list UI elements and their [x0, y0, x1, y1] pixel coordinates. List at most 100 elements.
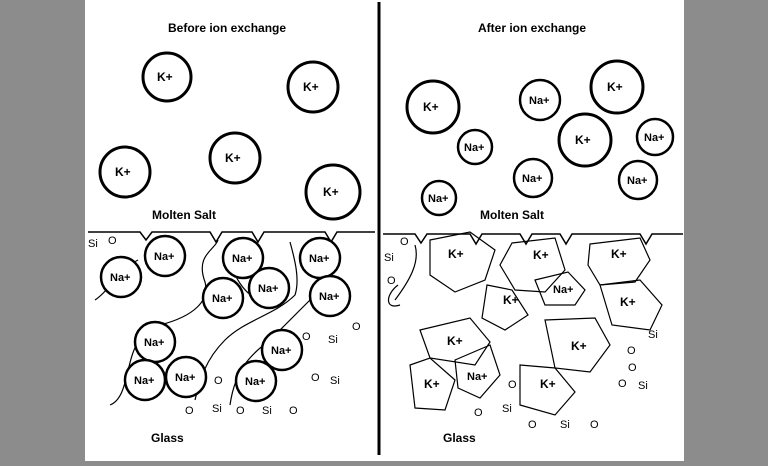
- diagram-label: Na+: [529, 95, 550, 107]
- salt-label-left: Molten Salt: [152, 208, 216, 222]
- diagram-label: Na+: [627, 175, 648, 187]
- diagram-label: Na+: [154, 251, 175, 263]
- diagram-label: Si: [212, 403, 222, 415]
- diagram-label: Na+: [258, 283, 279, 295]
- diagram-label: K+: [423, 100, 439, 114]
- diagram-label: K+: [575, 133, 591, 147]
- diagram-label: K+: [571, 339, 587, 353]
- ion-k: K+: [208, 131, 262, 185]
- diagram-label: K+: [620, 295, 636, 309]
- ion-na: Na+: [164, 355, 208, 399]
- glass-surface-right: [383, 233, 683, 246]
- diagram-label: Na+: [232, 253, 253, 265]
- ion-k: K+: [98, 145, 152, 199]
- diagram-label: Si: [328, 334, 338, 346]
- diagram-label: O: [311, 372, 320, 384]
- diagram-label: K+: [448, 247, 464, 261]
- ion-na: Na+: [512, 157, 554, 199]
- diagram-label: K+: [447, 334, 463, 348]
- diagram-label: Na+: [110, 272, 131, 284]
- diagram-label: O: [214, 375, 223, 387]
- diagram-label: Na+: [271, 345, 292, 357]
- diagram-label: Na+: [175, 372, 196, 384]
- diagram-label: Si: [560, 419, 570, 431]
- salt-label-right: Molten Salt: [480, 208, 544, 222]
- ion-na: Na+: [260, 328, 304, 372]
- glass-label-left: Glass: [151, 431, 184, 445]
- glass-ions-right: K+ K+ K+ K+ Na+ K+ K+ K+ K+ Na+ K+: [424, 247, 636, 391]
- glass-ions-left: Na+ Na+ Na+ Na+ Na+ Na+ Na+ Na+ Na+ Na+ …: [99, 234, 352, 403]
- diagram-label: K+: [424, 377, 440, 391]
- ion-na: Na+: [247, 266, 291, 310]
- ion-na: Na+: [617, 159, 659, 201]
- diagram-label: Si: [330, 375, 340, 387]
- diagram-label: Si: [638, 380, 648, 392]
- diagram-label: O: [528, 419, 537, 431]
- diagram-label: O: [352, 321, 361, 333]
- salt-ions-left: K+ K+ K+ K+ K+: [98, 51, 362, 221]
- diagram-label: O: [474, 407, 483, 419]
- ion-k: K+: [286, 60, 340, 114]
- diagram-label: O: [627, 345, 636, 357]
- ion-na: Na+: [221, 236, 265, 280]
- ion-na: Na+: [99, 255, 143, 299]
- glass-network-right: [387, 231, 663, 416]
- diagram-label: K+: [225, 151, 241, 165]
- salt-ions-right: K+ Na+ Na+ K+ Na+ K+ Na+ Na+ Na+: [405, 59, 675, 217]
- silicate-labels-right: Si O O O Si O O Si O O Si O Si O: [384, 236, 658, 431]
- glass-label-right: Glass: [443, 431, 476, 445]
- ion-k: K+: [304, 163, 362, 221]
- diagram-label: K+: [533, 248, 549, 262]
- ion-na: Na+: [635, 117, 675, 157]
- diagram-label: K+: [611, 247, 627, 261]
- diagram-label: Na+: [464, 142, 485, 154]
- diagram-label: O: [590, 419, 599, 431]
- diagram-label: O: [508, 379, 517, 391]
- diagram-label: K+: [607, 80, 623, 94]
- ion-na: Na+: [420, 179, 458, 217]
- diagram-label: Si: [88, 238, 98, 250]
- diagram-label: Na+: [309, 253, 330, 265]
- ion-na: Na+: [308, 274, 352, 318]
- diagram-label: O: [400, 236, 409, 248]
- ion-k: K+: [557, 112, 613, 168]
- diagram-label: Na+: [319, 291, 340, 303]
- diagram-label: Si: [384, 252, 394, 264]
- diagram-label: Si: [262, 405, 272, 417]
- diagram-label: K+: [540, 377, 556, 391]
- diagram-label: Na+: [644, 132, 665, 144]
- diagram-label: O: [387, 275, 396, 287]
- ion-na: Na+: [133, 320, 177, 364]
- ion-na: Na+: [456, 128, 494, 166]
- diagram-label: O: [108, 235, 117, 247]
- diagram-label: K+: [323, 185, 339, 199]
- diagram-label: O: [302, 331, 311, 343]
- diagram-label: Si: [648, 329, 658, 341]
- diagram-label: Na+: [134, 375, 155, 387]
- title-after: After ion exchange: [478, 21, 586, 35]
- diagram-label: K+: [303, 80, 319, 94]
- ion-na: Na+: [518, 78, 562, 122]
- diagram-label: O: [236, 405, 245, 417]
- ion-k: K+: [589, 59, 645, 115]
- diagram-label: Na+: [245, 376, 266, 388]
- diagram-label: O: [289, 405, 298, 417]
- diagram-label: Na+: [212, 293, 233, 305]
- diagram-label: Na+: [553, 284, 574, 296]
- diagram-label: O: [628, 362, 637, 374]
- diagram-label: O: [185, 405, 194, 417]
- ion-na: Na+: [143, 234, 187, 278]
- diagram-label: K+: [157, 70, 173, 84]
- ion-na: Na+: [234, 359, 278, 403]
- diagram-label: Na+: [428, 193, 449, 205]
- ion-k: K+: [141, 51, 193, 103]
- diagram-label: Na+: [522, 173, 543, 185]
- diagram-label: K+: [503, 293, 519, 307]
- diagram-label: Si: [502, 403, 512, 415]
- diagram-label: O: [618, 378, 627, 390]
- ion-na: Na+: [201, 276, 245, 320]
- title-before: Before ion exchange: [168, 21, 286, 35]
- diagram-label: K+: [115, 165, 131, 179]
- diagram-label: Na+: [144, 337, 165, 349]
